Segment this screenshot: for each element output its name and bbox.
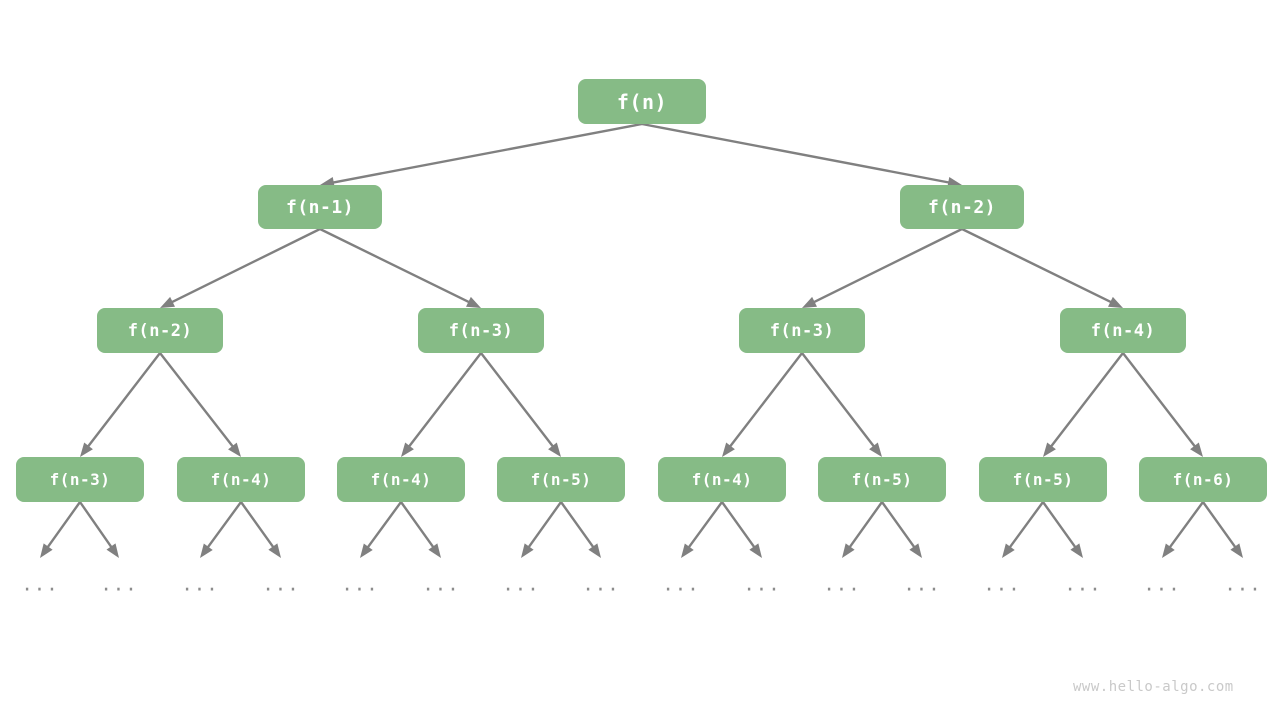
tree-node: f(n-3) <box>16 457 144 502</box>
arrowhead-icon <box>548 442 561 457</box>
arrowhead-icon <box>360 543 373 558</box>
arrowhead-icon <box>1070 543 1083 558</box>
edge-line <box>1201 500 1237 548</box>
ellipsis-marker: ... <box>100 573 138 596</box>
arrowhead-icon <box>588 543 601 558</box>
tree-node: f(n-2) <box>97 308 223 353</box>
edge-line <box>640 122 950 184</box>
arrowhead-icon <box>1108 296 1123 308</box>
arrowhead-icon <box>1230 543 1243 558</box>
arrowhead-icon <box>1162 543 1175 558</box>
tree-node: f(n) <box>578 79 706 124</box>
edge-line <box>408 351 483 448</box>
arrowhead-icon <box>228 442 241 457</box>
edge-line <box>527 500 563 548</box>
edge-line <box>239 500 275 548</box>
edge-line <box>688 500 724 548</box>
tree-node: f(n-2) <box>900 185 1024 229</box>
ellipsis-marker: ... <box>983 573 1021 596</box>
edge-line <box>559 500 595 548</box>
ellipsis-marker: ... <box>903 573 941 596</box>
ellipsis-marker: ... <box>502 573 540 596</box>
tree-node: f(n-4) <box>177 457 305 502</box>
tree-node: f(n-5) <box>818 457 946 502</box>
edge-line <box>318 227 470 304</box>
arrowhead-icon <box>401 442 414 457</box>
ellipsis-marker: ... <box>262 573 300 596</box>
watermark: www.hello-algo.com <box>1073 679 1234 695</box>
edge-line <box>1009 500 1045 548</box>
edge-line <box>367 500 403 548</box>
arrowhead-icon <box>40 543 53 558</box>
edge-line <box>729 351 804 448</box>
tree-node: f(n-4) <box>658 457 786 502</box>
arrowhead-icon <box>1043 442 1056 457</box>
ellipsis-marker: ... <box>823 573 861 596</box>
arrowhead-icon <box>681 543 694 558</box>
edge-line <box>399 500 435 548</box>
ellipsis-marker: ... <box>582 573 620 596</box>
edge-line <box>332 122 644 184</box>
edge-line <box>87 351 162 448</box>
edge-line <box>1041 500 1077 548</box>
edge-line <box>158 351 234 448</box>
ellipsis-marker: ... <box>1143 573 1181 596</box>
ellipsis-marker: ... <box>21 573 59 596</box>
edge-line <box>1169 500 1205 548</box>
arrowhead-icon <box>160 296 175 308</box>
arrowhead-icon <box>909 543 922 558</box>
arrowhead-icon <box>722 442 735 457</box>
arrowhead-icon <box>268 543 281 558</box>
edge-line <box>880 500 916 548</box>
arrowhead-icon <box>1002 543 1015 558</box>
edge-line <box>1050 351 1125 448</box>
edge-line <box>479 351 554 448</box>
arrowhead-icon <box>466 296 481 308</box>
edge-line <box>171 227 322 304</box>
tree-node: f(n-4) <box>337 457 465 502</box>
ellipsis-marker: ... <box>422 573 460 596</box>
ellipsis-marker: ... <box>1224 573 1262 596</box>
tree-node: f(n-3) <box>739 308 865 353</box>
edge-line <box>813 227 964 304</box>
arrowhead-icon <box>428 543 441 558</box>
tree-node: f(n-6) <box>1139 457 1267 502</box>
arrowhead-icon <box>842 543 855 558</box>
arrowhead-icon <box>106 543 119 558</box>
ellipsis-marker: ... <box>743 573 781 596</box>
arrowhead-icon <box>869 442 882 457</box>
ellipsis-marker: ... <box>1064 573 1102 596</box>
edge-line <box>720 500 756 548</box>
tree-node: f(n-1) <box>258 185 382 229</box>
ellipsis-marker: ... <box>662 573 700 596</box>
edge-line <box>848 500 884 548</box>
edge-line <box>1121 351 1196 448</box>
arrowhead-icon <box>1190 442 1203 457</box>
arrowhead-icon <box>521 543 534 558</box>
tree-node: f(n-4) <box>1060 308 1186 353</box>
tree-node: f(n-5) <box>979 457 1107 502</box>
tree-node: f(n-5) <box>497 457 625 502</box>
edge-line <box>800 351 875 448</box>
arrowhead-icon <box>749 543 762 558</box>
edge-line <box>78 500 113 548</box>
edge-line <box>46 500 82 548</box>
tree-node: f(n-3) <box>418 308 544 353</box>
arrowhead-icon <box>80 442 93 457</box>
edge-line <box>207 500 243 548</box>
arrowhead-icon <box>200 543 213 558</box>
ellipsis-marker: ... <box>341 573 379 596</box>
arrowhead-icon <box>802 296 817 308</box>
edge-line <box>960 227 1112 304</box>
ellipsis-marker: ... <box>181 573 219 596</box>
